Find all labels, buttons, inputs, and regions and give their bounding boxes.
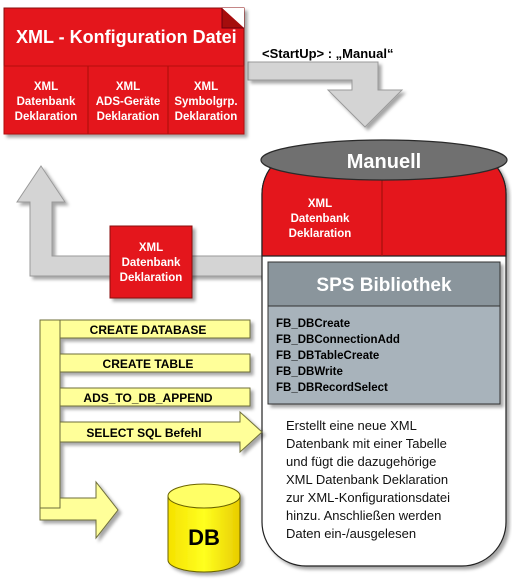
description-line: und fügt die dazugehörige (286, 454, 436, 469)
sps-block: FB_DBTableCreate (276, 350, 379, 362)
cell-1-line-1: XML (34, 81, 58, 93)
step-label: ADS_TO_DB_APPEND (83, 391, 212, 405)
step-label: CREATE TABLE (103, 357, 194, 371)
db-cylinder (167, 483, 241, 573)
db-arrow (39, 480, 119, 540)
manuell-red-cell: XML Datenbank Deklaration (289, 198, 352, 240)
description-line: Daten ein-/ausgelesen (286, 526, 416, 541)
startup-arrow (247, 61, 404, 128)
description-text: Erstellt eine neue XML Datenbank mit ein… (286, 418, 450, 541)
return-box-line-2: Datenbank (122, 257, 181, 269)
return-box-text: XML Datenbank Deklaration (120, 242, 183, 284)
cell-2-line-3: Deklaration (97, 111, 160, 123)
return-box-line-1: XML (139, 242, 163, 254)
step-bar-2 (59, 353, 251, 373)
steps-flow (39, 319, 263, 540)
sps-block-list: FB_DBCreate FB_DBConnectionAdd FB_DBTabl… (276, 318, 400, 394)
step-label: CREATE DATABASE (90, 323, 207, 337)
description-line: XML Datenbank Deklaration (286, 472, 448, 487)
description-line: Datenbank mit einer Tabelle (286, 436, 447, 451)
xml-config-cell-2: XML ADS-Geräte Deklaration (96, 81, 161, 123)
manuell-title: Manuell (347, 151, 421, 173)
cell-2-line-1: XML (116, 81, 140, 93)
manuell-cell-line-2: Datenbank (291, 213, 350, 225)
xml-config-title: XML - Konfiguration Datei (16, 27, 237, 47)
sps-block: FB_DBConnectionAdd (276, 334, 400, 346)
sps-library (267, 261, 501, 405)
xml-config-document (3, 7, 245, 135)
sps-block: FB_DBRecordSelect (276, 382, 388, 394)
return-box-line-3: Deklaration (120, 272, 183, 284)
manuell-cell-line-3: Deklaration (289, 228, 352, 240)
cell-3-line-1: XML (194, 81, 218, 93)
xml-config-cell-3: XML Symbolgrp. Deklaration (174, 81, 237, 123)
cell-1-line-3: Deklaration (15, 111, 78, 123)
step-label: SELECT SQL Befehl (86, 426, 201, 440)
db-label: DB (188, 525, 220, 550)
cell-1-line-2: Datenbank (17, 96, 76, 108)
cell-2-line-2: ADS-Geräte (96, 96, 161, 108)
manuell-cell-line-1: XML (308, 198, 332, 210)
description-line: Erstellt eine neue XML (286, 418, 417, 433)
step-bar-1 (59, 319, 251, 339)
step-arrow-4 (59, 410, 263, 454)
return-box (109, 225, 193, 299)
step-bar-3 (59, 387, 251, 407)
manuell-header (260, 139, 508, 181)
cell-3-line-3: Deklaration (175, 111, 238, 123)
startup-label: <StartUp> : „Manual“ (262, 46, 393, 61)
description-line: hinzu. Anschließen werden (286, 508, 441, 523)
description-line: zur XML-Konfigurationsdatei (286, 490, 450, 505)
sps-block: FB_DBCreate (276, 318, 350, 330)
sps-title: SPS Bibliothek (316, 275, 452, 296)
sps-block: FB_DBWrite (276, 366, 343, 378)
step-labels: CREATE DATABASE CREATE TABLE ADS_TO_DB_A… (83, 323, 212, 440)
xml-config-cell-1: XML Datenbank Deklaration (15, 81, 78, 123)
cell-3-line-2: Symbolgrp. (174, 96, 237, 108)
